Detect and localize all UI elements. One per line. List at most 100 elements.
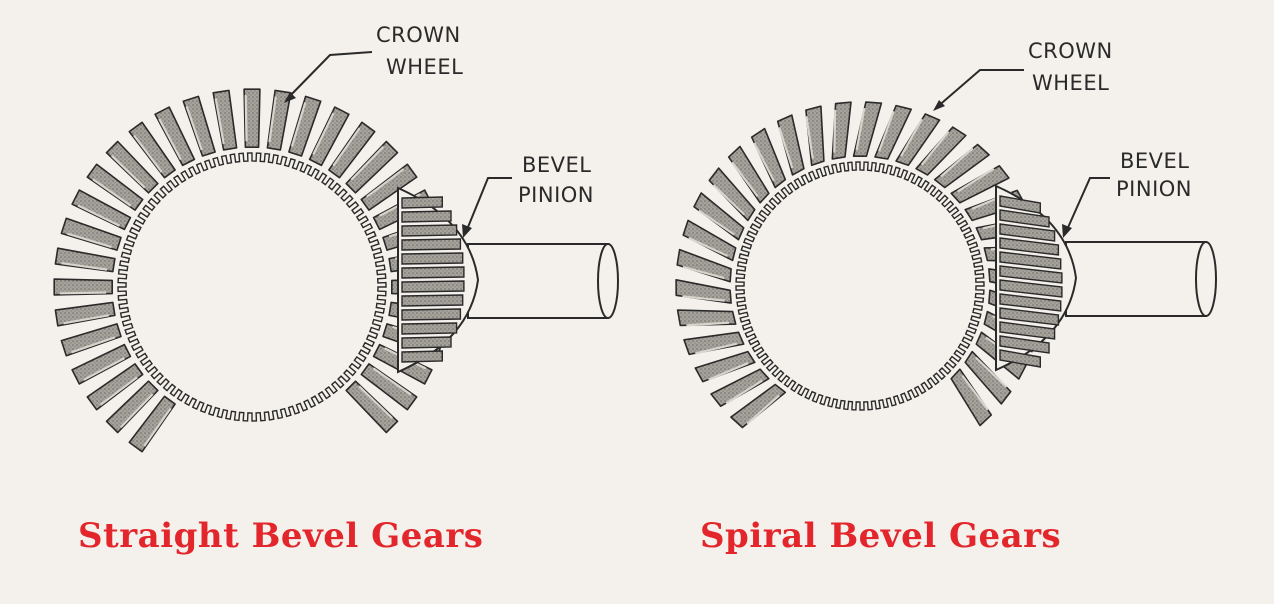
pinion-tooth [401, 224, 458, 237]
crown-wheel-arrowhead [933, 100, 945, 111]
tooth-highlight [120, 393, 154, 428]
bevel-pinion-arrowhead [462, 224, 472, 238]
tooth-highlight [332, 127, 361, 167]
tooth-highlight [67, 232, 112, 249]
crown-wheel-label: CROWN WHEEL [376, 23, 463, 79]
tooth-highlight [83, 357, 126, 381]
tooth-highlight [940, 147, 974, 178]
crown-tooth [60, 217, 122, 251]
crown-tooth [360, 163, 418, 211]
bevel-pinion [397, 186, 619, 374]
crown-tooth [154, 106, 196, 167]
crown-tooth [243, 88, 261, 148]
pinion-tooth [401, 266, 465, 279]
tooth-highlight [746, 394, 780, 425]
tooth-highlight [214, 98, 225, 144]
tooth-highlight [143, 407, 172, 447]
crown-tooth [71, 343, 132, 385]
pinion-tooth [999, 307, 1060, 326]
tooth-highlight [712, 184, 746, 216]
crown-tooth [53, 278, 113, 296]
crown-tooth [86, 163, 144, 211]
caption-spiral-bevel-gears: Spiral Bevel Gears [700, 516, 1062, 556]
crown-wheel-teeth [53, 88, 451, 453]
caption-straight-bevel-gears: Straight Bevel Gears [78, 516, 484, 556]
bevel-pinion-leader [465, 177, 512, 233]
pinion-label-line1: BEVEL [522, 153, 592, 177]
tooth-highlight [682, 295, 725, 302]
tooth-highlight [61, 262, 108, 271]
inner-ring [735, 161, 985, 411]
pinion-tooth [401, 238, 462, 251]
tooth-highlight [290, 102, 307, 147]
pinion-tooth [401, 210, 452, 223]
pinion-label-line2: PINION [1116, 177, 1192, 201]
bevel-pinion-label: BEVEL PINION [518, 153, 594, 207]
tooth-highlight [778, 127, 794, 169]
straight-bevel-gear-drawing: CROWN WHEEL BEVEL PINION [53, 23, 619, 453]
tooth-highlight [855, 107, 866, 151]
inner-ring [117, 152, 387, 422]
crown-tooth [128, 121, 176, 179]
tooth-highlight [833, 109, 837, 153]
pinion-shaft [467, 243, 609, 319]
pinion-tooth [401, 322, 458, 335]
tooth-highlight [63, 314, 109, 325]
pinion-tooth [999, 321, 1056, 340]
pinion-tooth [401, 294, 464, 307]
bevel-pinion-label: BEVEL PINION [1116, 149, 1192, 201]
shaft-end [597, 243, 619, 319]
tooth-highlight [974, 356, 1008, 388]
pinion-tooth [999, 209, 1050, 228]
tooth-highlight [725, 379, 763, 405]
pinion-tooth [999, 349, 1042, 368]
crown-tooth [54, 301, 116, 327]
crown-tooth [345, 140, 399, 194]
tooth-highlight [350, 146, 384, 181]
crown-tooth [54, 247, 116, 273]
pinion-label-line1: BEVEL [1120, 149, 1190, 173]
pinion-label-line2: PINION [518, 183, 594, 207]
tooth-highlight [900, 118, 923, 157]
tooth-highlight [372, 367, 412, 396]
tooth-highlight [158, 118, 182, 161]
pinion-tooth [401, 308, 462, 321]
tooth-highlight [268, 96, 277, 143]
pinion-tooth [401, 350, 443, 363]
bevel-pinion [995, 184, 1217, 372]
tooth-highlight [920, 130, 950, 166]
tooth-highlight [682, 265, 725, 280]
pinion-tooth [999, 195, 1042, 214]
pinion-tooth [999, 223, 1056, 242]
crown-tooth [86, 363, 144, 411]
tooth-highlight [92, 178, 132, 207]
crown-tooth [360, 363, 418, 411]
crown-tooth [345, 380, 399, 434]
pinion-tooth [999, 279, 1063, 298]
tooth-highlight [60, 291, 107, 295]
pinion-tooth [999, 265, 1063, 284]
tooth-highlight [708, 362, 749, 381]
tooth-highlight [698, 209, 735, 236]
tooth-highlight [957, 167, 995, 193]
crown-wheel-teeth [675, 101, 1045, 429]
tooth-highlight [358, 385, 393, 419]
tooth-highlight [133, 134, 163, 173]
pinion-tooth [401, 196, 443, 209]
pinion-tooth [999, 251, 1062, 270]
crown-label-line2: WHEEL [386, 55, 463, 79]
crown-label-line2: WHEEL [1032, 71, 1109, 95]
crown-wheel-label: CROWN WHEEL [1028, 39, 1112, 95]
crown-wheel-leader [935, 69, 1024, 109]
crown-tooth [308, 106, 350, 167]
tooth-highlight [99, 376, 138, 406]
spiral-bevel-gear-drawing: CROWN WHEEL BEVEL PINION [675, 39, 1217, 429]
tooth-highlight [366, 168, 405, 198]
pinion-tooth [999, 335, 1050, 354]
tooth-highlight [244, 95, 248, 142]
pinion-tooth [401, 280, 465, 293]
tooth-highlight [312, 112, 335, 155]
pinion-tooth [401, 336, 452, 349]
pinion-tooth [401, 252, 464, 265]
